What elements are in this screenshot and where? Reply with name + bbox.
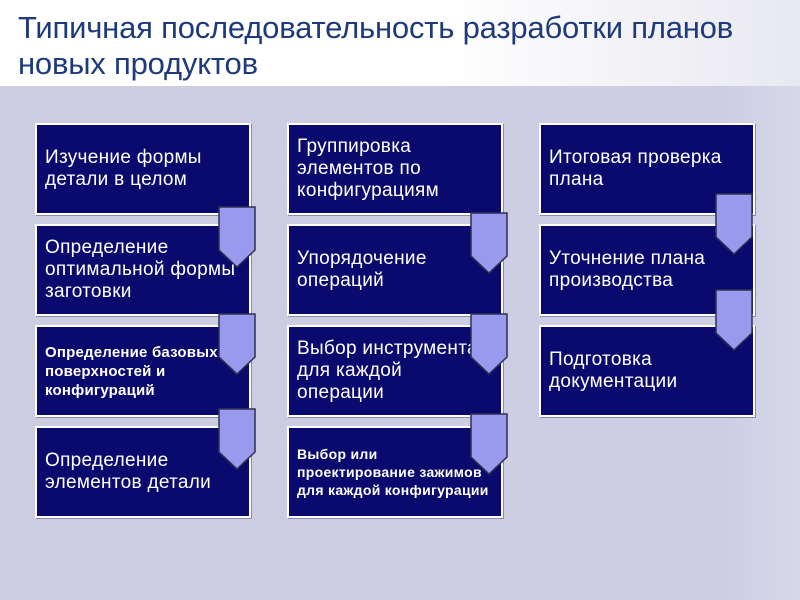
step-box-tool-selection: Выбор инструмента для каждой операции	[287, 325, 503, 417]
step-box-ordering: Упорядочение операций	[287, 224, 503, 316]
step-box-grouping: Группировка элементов по конфигурациям	[287, 123, 503, 215]
down-arrow-icon	[715, 289, 753, 351]
step-box-base-surfaces: Определение базовых поверхностей и конфи…	[35, 325, 251, 417]
step-label: Определение базовых поверхностей и конфи…	[45, 343, 218, 399]
step-box-documentation: Подготовка документации	[539, 325, 755, 417]
step-label: Выбор инструмента для каждой операции	[297, 338, 478, 403]
down-arrow-icon	[470, 413, 508, 475]
step-label: Подготовка документации	[549, 349, 678, 392]
step-label: Итоговая проверка плана	[549, 147, 722, 190]
down-arrow-icon	[470, 313, 508, 375]
step-box-study-shape: Изучение формы детали в целом	[35, 123, 251, 215]
down-arrow-icon	[218, 313, 256, 375]
step-label: Группировка элементов по конфигурациям	[297, 136, 439, 201]
step-box-fixtures: Выбор или проектирование зажимов для каж…	[287, 426, 503, 518]
step-box-final-check: Итоговая проверка плана	[539, 123, 755, 215]
step-label: Уточнение плана производства	[549, 248, 706, 291]
title-band: Типичная последовательность разработки п…	[0, 0, 800, 86]
down-arrow-icon	[218, 206, 256, 268]
step-label: Определение элементов детали	[45, 450, 212, 493]
step-box-optimal-blank: Определение оптимальной формы заготовки	[35, 224, 251, 316]
down-arrow-icon	[715, 193, 753, 255]
page-title: Типичная последовательность разработки п…	[18, 10, 733, 81]
step-box-part-elements: Определение элементов детали	[35, 426, 251, 518]
down-arrow-icon	[470, 212, 508, 274]
step-label: Определение оптимальной формы заготовки	[45, 237, 236, 302]
step-label: Выбор или проектирование зажимов для каж…	[297, 446, 489, 498]
step-label: Упорядочение операций	[297, 248, 427, 291]
down-arrow-icon	[218, 408, 256, 470]
step-label: Изучение формы детали в целом	[45, 147, 202, 190]
